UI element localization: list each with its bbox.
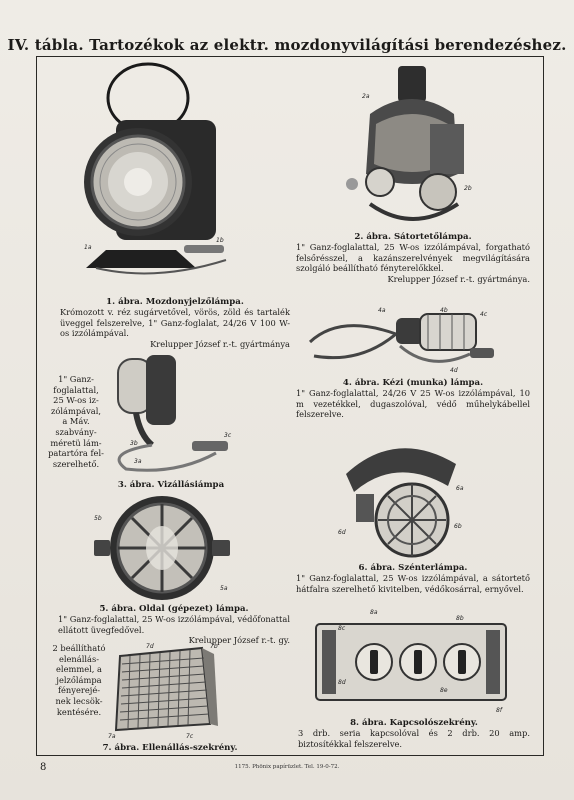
side-line: 2 beállítható bbox=[52, 643, 106, 653]
caption-heading: 4. ábra. Kézi (munka) lámpa. bbox=[342, 378, 484, 388]
side-line: méretü lám- bbox=[50, 437, 102, 448]
svg-text:8f: 8f bbox=[496, 707, 503, 714]
caption-body: Krómozott v. réz sugárvetővel, vörös, zö… bbox=[60, 307, 290, 339]
svg-text:8a: 8a bbox=[370, 609, 378, 616]
svg-text:6d: 6d bbox=[338, 529, 346, 536]
caption-body: 1" Ganz-foglalattal, 24/26 V 25 W-os izz… bbox=[296, 388, 530, 420]
caption-body: 1" Ganz-foglalattal, 25 W-os izzólámpáva… bbox=[58, 614, 290, 635]
svg-text:1b: 1b bbox=[216, 237, 224, 244]
svg-text:5a: 5a bbox=[220, 585, 228, 592]
caption-heading: 2. ábra. Sátortetőlámpa. bbox=[354, 232, 472, 242]
svg-text:4d: 4d bbox=[450, 367, 458, 374]
caption-maker: Krelupper József r.-t. gyártmánya. bbox=[387, 273, 530, 284]
caption-heading: 7. ábra. Ellenállás-szekrény. bbox=[102, 743, 238, 753]
caption-figure-5: 5. ábra. Oldal (gépezet) lámpa. 1" Ganz-… bbox=[58, 604, 290, 646]
svg-text:7a: 7a bbox=[108, 733, 116, 740]
water-gauge-lamp-illustration: 3b 3a 3c bbox=[117, 355, 232, 472]
svg-text:8d: 8d bbox=[338, 679, 346, 686]
plate-frame bbox=[36, 56, 544, 756]
page-number: 8 bbox=[40, 762, 47, 773]
caption-heading: 1. ábra. Mozdonyjelzőlámpa. bbox=[106, 297, 244, 307]
svg-text:3c: 3c bbox=[224, 432, 232, 439]
hand-lamp-illustration: 4a 4b 4c 4d bbox=[308, 307, 494, 374]
page-title: IV. tábla. Tartozékok az elektr. mozdony… bbox=[7, 36, 567, 54]
side-text-figure-7: 2 beállítható elenállás- elemmel, a jelz… bbox=[48, 643, 110, 717]
svg-text:4b: 4b bbox=[440, 307, 448, 314]
caption-figure-3: 3. ábra. Vizállásiámpa bbox=[86, 480, 256, 490]
side-line: szabvány- bbox=[55, 426, 97, 437]
svg-text:1a: 1a bbox=[84, 244, 92, 251]
caption-body: 1" Ganz-foglalattal, 25 W-os izzólámpáva… bbox=[296, 573, 530, 594]
caption-body: 3 drb. seria kapcsolóval és 2 drb. 20 am… bbox=[298, 728, 530, 749]
tent-roof-lamp-illustration: 2a 2b bbox=[346, 66, 472, 221]
svg-text:6a: 6a bbox=[456, 485, 464, 492]
svg-text:7c: 7c bbox=[186, 733, 194, 740]
resistance-box-illustration: 7d 7b 7a 7c bbox=[108, 643, 218, 740]
caption-heading: 3. ábra. Vizállásiámpa bbox=[117, 480, 225, 490]
svg-text:4a: 4a bbox=[378, 307, 386, 314]
caption-figure-6: 6. ábra. Szénterlámpa. 1" Ganz-foglalatt… bbox=[296, 563, 530, 594]
side-line: elenállás- bbox=[58, 653, 100, 664]
svg-text:8b: 8b bbox=[456, 615, 464, 622]
svg-text:2b: 2b bbox=[464, 185, 472, 192]
caption-heading: 8. ábra. Kapcsolószekrény. bbox=[350, 718, 478, 728]
side-line: 1" Ganz- bbox=[58, 374, 94, 384]
side-engine-lamp-illustration: 5b 5a bbox=[94, 496, 230, 600]
svg-text:7b: 7b bbox=[210, 643, 218, 650]
svg-text:8e: 8e bbox=[440, 687, 448, 694]
svg-text:4c: 4c bbox=[480, 311, 488, 318]
svg-text:3a: 3a bbox=[134, 458, 142, 465]
svg-text:7d: 7d bbox=[146, 643, 154, 650]
svg-text:5b: 5b bbox=[94, 515, 102, 522]
side-line: 25 W-os iz- bbox=[53, 395, 99, 406]
printer-imprint: 1175. Phönix papírüzlet. Tel. 19-0-72. bbox=[234, 764, 340, 770]
side-line: fényerejé- bbox=[57, 685, 101, 696]
side-line: a Máv. bbox=[62, 416, 90, 427]
side-text-figure-3: 1" Ganz- foglalattal, 25 W-os iz- zólámp… bbox=[48, 374, 104, 469]
caption-figure-1: 1. ábra. Mozdonyjelzőlámpa. Krómozott v.… bbox=[60, 297, 290, 349]
svg-text:8c: 8c bbox=[338, 625, 346, 632]
caption-figure-8: 8. ábra. Kapcsolószekrény. 3 drb. seria … bbox=[298, 718, 530, 749]
caption-figure-4: 4. ábra. Kézi (munka) lámpa. 1" Ganz-fog… bbox=[296, 378, 530, 420]
caption-maker: Krelupper József r.-t. gy. bbox=[188, 635, 290, 646]
caption-heading: 5. ábra. Oldal (gépezet) lámpa. bbox=[99, 604, 249, 614]
signal-lamp-illustration: 1a 1b bbox=[84, 62, 227, 275]
side-line: jelzőlámpa bbox=[56, 674, 102, 685]
side-line: zólámpával, bbox=[50, 405, 102, 416]
svg-text:3b: 3b bbox=[130, 440, 138, 447]
side-line: elemmel, a bbox=[56, 664, 102, 675]
caption-body: 1" Ganz-foglalattal, 25 W-os izzólámpáva… bbox=[296, 242, 530, 274]
side-line: szerelhető. bbox=[52, 458, 100, 469]
coal-lamp-illustration: 6a 6d 6b bbox=[338, 448, 464, 558]
side-line: kentésére. bbox=[56, 706, 102, 717]
side-line: patartóra fel- bbox=[48, 448, 104, 459]
svg-text:6b: 6b bbox=[454, 523, 462, 530]
caption-heading: 6. ábra. Szénterlámpa. bbox=[358, 563, 468, 573]
side-line: nek lecsök- bbox=[55, 695, 103, 706]
svg-text:2a: 2a bbox=[362, 93, 370, 100]
caption-figure-2: 2. ábra. Sátortetőlámpa. 1" Ganz-foglala… bbox=[296, 232, 530, 284]
switch-box-illustration: 8a 8b 8c 8d 8e 8f bbox=[315, 609, 507, 714]
caption-maker: Krelupper József r.-t. gyártmánya bbox=[150, 338, 290, 349]
caption-figure-7: 7. ábra. Ellenállás-szekrény. bbox=[80, 743, 260, 753]
side-line: foglalattal, bbox=[53, 384, 99, 395]
